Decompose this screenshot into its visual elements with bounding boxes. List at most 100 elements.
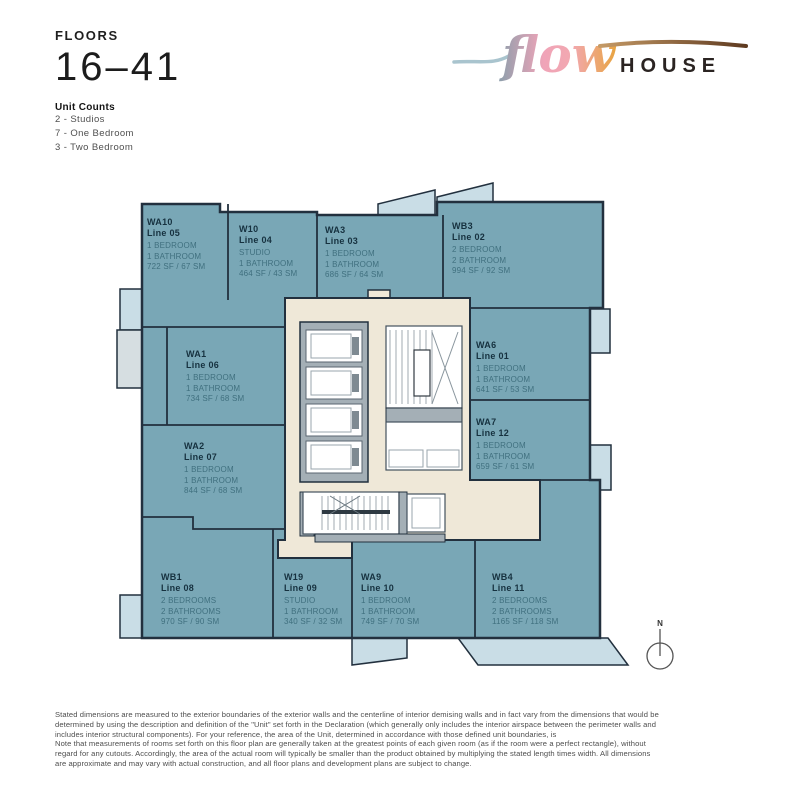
logo-word-text: HOUSE <box>620 55 721 77</box>
compass-label: N <box>657 619 663 628</box>
unit-spec: 1 BATHROOM <box>476 374 531 384</box>
elevator-cell <box>305 403 363 437</box>
balcony-left-lower <box>119 594 143 639</box>
stair-cross <box>329 495 361 515</box>
unit-id: WA6 <box>476 340 497 350</box>
elevator-cab-icon <box>310 333 352 359</box>
unit-label-wa7: WA7 Line 12 1 BEDROOM 1 BATHROOM 659 SF … <box>476 417 576 473</box>
unit-spec: 2 BEDROOM <box>452 245 502 254</box>
unit-spec: 844 SF / 68 SM <box>184 486 243 495</box>
unit-line: Line 01 <box>476 351 510 361</box>
elevator-cab-icon <box>310 407 352 433</box>
unit-spec: 2 BEDROOMS <box>492 596 548 605</box>
unit-id: WA2 <box>184 441 205 451</box>
disclaimer-line: are approximate and may vary with actual… <box>55 758 472 768</box>
unit-spec: 1 BATHROOM <box>186 383 241 393</box>
unit-spec: 2 BATHROOMS <box>161 606 221 616</box>
unit-spec: 994 SF / 92 SM <box>452 266 511 275</box>
elevator-door-icon <box>352 448 359 466</box>
unit-spec: 1 BATHROOM <box>284 606 339 616</box>
unit-spec: 749 SF / 70 SM <box>361 617 420 626</box>
balcony-left-upper <box>119 288 143 331</box>
unit-spec: 1 BEDROOM <box>184 465 234 474</box>
unit-label-wa6: WA6 Line 01 1 BEDROOM 1 BATHROOM 641 SF … <box>476 340 576 396</box>
unit-id: WA3 <box>325 225 346 235</box>
core-wall-bar <box>314 533 446 543</box>
header: FLOORS 16–41 Unit Counts 2 - Studios 7 -… <box>55 28 181 155</box>
unit-id: WA10 <box>147 217 173 227</box>
unit-id: WA7 <box>476 417 497 427</box>
unit-line: Line 05 <box>147 228 181 238</box>
unit-line: Line 06 <box>186 360 220 370</box>
unit-spec: 641 SF / 53 SM <box>476 385 535 394</box>
unit-spec: 734 SF / 68 SM <box>186 394 245 403</box>
unit-line: Line 07 <box>184 452 218 462</box>
elevator-cell <box>305 440 363 474</box>
unit-line: Line 09 <box>284 583 318 593</box>
elevator-cab-icon <box>310 444 352 470</box>
unit-walls <box>142 204 603 638</box>
unit-spec: 1 BATHROOM <box>184 475 239 485</box>
unit-line: Line 10 <box>361 583 395 593</box>
unit-spec: 340 SF / 32 SM <box>284 617 343 626</box>
unit-count-one-bedroom: 7 - One Bedroom <box>55 128 134 139</box>
unit-spec: 464 SF / 43 SM <box>239 269 298 278</box>
unit-line: Line 03 <box>325 236 359 246</box>
disclaimer-line: determined by using the description and … <box>55 719 657 729</box>
unit-line: Line 12 <box>476 428 510 438</box>
disclaimer-line: Note that measurements of rooms set fort… <box>55 739 646 749</box>
core-room <box>385 421 463 471</box>
disclaimer-line: regard for any cutouts. Accordingly, the… <box>55 749 651 759</box>
flow-house-logo: flow HOUSE <box>450 20 750 86</box>
floors-label: FLOORS <box>55 28 119 43</box>
unit-label-wa1: WA1 Line 06 1 BEDROOM 1 BATHROOM 734 SF … <box>186 349 286 405</box>
core-fixture <box>426 449 460 468</box>
unit-counts-title: Unit Counts <box>55 102 115 113</box>
disclaimer: Stated dimensions are measured to the ex… <box>55 710 747 769</box>
unit-id: WB4 <box>492 572 513 582</box>
compass-circle <box>646 642 674 670</box>
unit-id: WA1 <box>186 349 207 359</box>
unit-line: Line 08 <box>161 583 195 593</box>
unit-spec: 686 SF / 64 SM <box>325 270 384 279</box>
unit-label-w19: W19 Line 09 STUDIO 1 BATHROOM 340 SF / 3… <box>284 572 384 628</box>
floors-range: 16–41 <box>55 45 182 89</box>
unit-spec: 970 SF / 90 SM <box>161 617 220 626</box>
unit-spec: 1 BEDROOM <box>476 441 526 450</box>
unit-line: Line 02 <box>452 232 486 242</box>
unit-count-two-bedroom: 3 - Two Bedroom <box>55 142 134 153</box>
unit-id: W10 <box>239 224 259 234</box>
unit-spec: STUDIO <box>284 596 316 605</box>
elevator-door-icon <box>352 374 359 392</box>
unit-label-wb1: WB1 Line 08 2 BEDROOMS 2 BATHROOMS 970 S… <box>161 572 261 628</box>
balcony-top-wa3 <box>377 189 436 216</box>
unit-spec: 2 BEDROOMS <box>161 596 217 605</box>
unit-spec: 1 BEDROOM <box>361 596 411 605</box>
unit-label-wa10: WA10 Line 05 1 BEDROOM 1 BATHROOM 722 SF… <box>147 217 247 273</box>
unit-spec: 1 BEDROOM <box>147 241 197 250</box>
unit-id: WB3 <box>452 221 473 231</box>
unit-spec: 1 BEDROOM <box>186 373 236 382</box>
elevator-door-icon <box>352 337 359 355</box>
unit-id: WA9 <box>361 572 382 582</box>
unit-spec: 1 BATHROOM <box>239 258 294 268</box>
balcony-right-wa6 <box>589 308 611 354</box>
unit-spec: STUDIO <box>239 248 271 257</box>
unit-spec: 1 BATHROOM <box>476 451 531 461</box>
elevator-cab-icon <box>411 497 441 529</box>
unit-id: W19 <box>284 572 304 582</box>
upper-stairwell <box>385 325 463 471</box>
unit-label-wb3: WB3 Line 02 2 BEDROOM 2 BATHROOM 994 SF … <box>452 221 552 277</box>
disclaimer-line: includes interior structural components)… <box>55 729 557 739</box>
unit-spec: 1 BATHROOM <box>325 259 380 269</box>
unit-label-wa2: WA2 Line 07 1 BEDROOM 1 BATHROOM 844 SF … <box>184 441 284 497</box>
elevator-bank <box>299 321 369 483</box>
core-wall-bar <box>385 407 463 423</box>
lower-stairwell <box>299 491 446 543</box>
north-arrow-icon: N <box>646 619 674 670</box>
unit-line: Line 04 <box>239 235 273 245</box>
stair-cross <box>431 331 459 405</box>
balcony-bottom-wa9 <box>351 637 408 666</box>
logo-script-text: flow <box>499 25 617 84</box>
balcony-bottom-wb4 <box>456 637 630 666</box>
